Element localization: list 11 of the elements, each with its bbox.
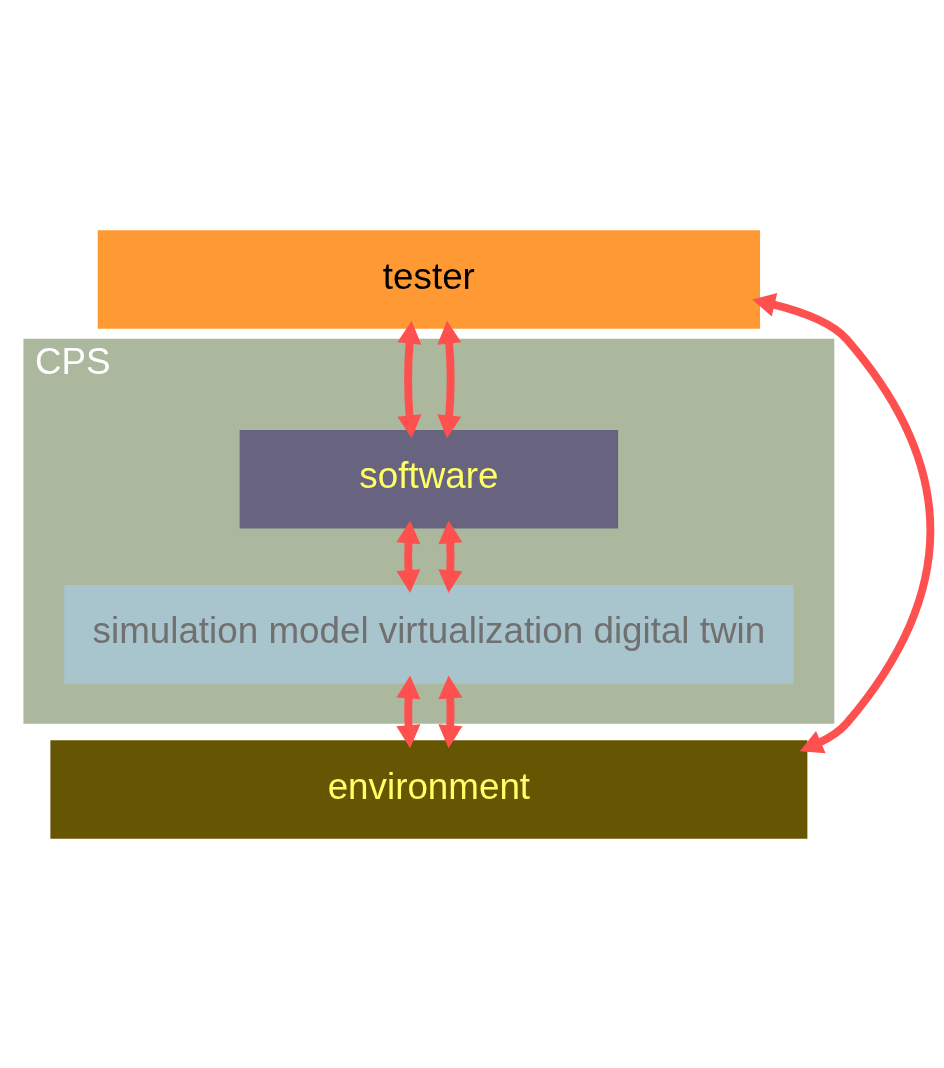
arrow bbox=[396, 519, 421, 593]
arrow bbox=[397, 320, 422, 438]
arrow bbox=[438, 519, 463, 593]
arrow bbox=[396, 674, 421, 748]
arrow bbox=[438, 674, 463, 748]
node-box: software bbox=[239, 429, 619, 529]
node-box: environment bbox=[50, 739, 808, 839]
node-box: tester bbox=[97, 229, 761, 329]
node-box: simulation model virtualization digital twin bbox=[64, 584, 794, 684]
arrow bbox=[437, 320, 462, 438]
arrow bbox=[752, 292, 935, 753]
